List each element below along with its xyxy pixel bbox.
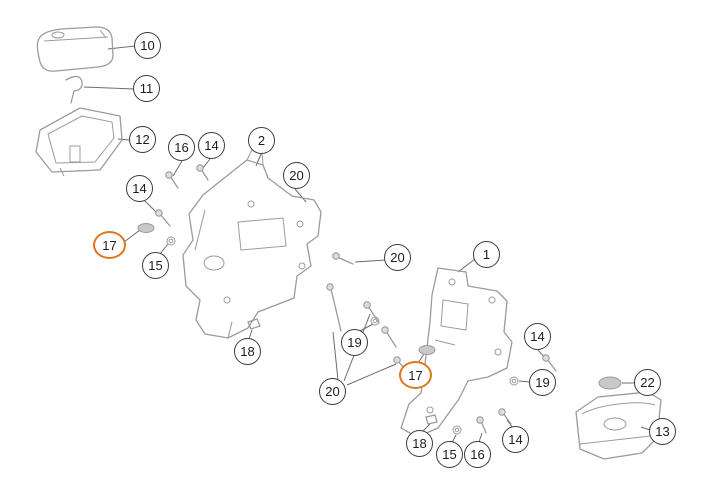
callout-14-bottom: 14 xyxy=(502,426,529,453)
screw-20-b xyxy=(326,283,342,332)
callout-19-right: 19 xyxy=(529,369,556,396)
screw-14-bottom xyxy=(498,408,512,425)
nut-15-left xyxy=(166,236,176,246)
screw-14-top-left xyxy=(196,164,209,181)
callout-11: 11 xyxy=(133,75,160,102)
callout-13: 13 xyxy=(649,418,676,445)
callout-20-top: 20 xyxy=(283,162,310,189)
grommet-right xyxy=(418,345,436,355)
callout-2: 2 xyxy=(248,127,275,154)
callout-1: 1 xyxy=(473,241,500,268)
screw-20-d xyxy=(381,326,397,348)
screw-16-bottom xyxy=(476,416,487,434)
callout-18-bottom: 18 xyxy=(406,430,433,457)
callout-18-left: 18 xyxy=(234,338,261,365)
callout-14-left: 14 xyxy=(126,175,153,202)
part-top-cover xyxy=(36,26,114,72)
screw-14-left xyxy=(155,209,171,227)
part-bottom-cover xyxy=(575,391,662,460)
callout-19-center: 19 xyxy=(341,329,368,356)
callout-17-highlighted-left: 17 xyxy=(93,231,126,259)
washer-19-right xyxy=(509,376,519,386)
screw-14-right xyxy=(542,354,557,372)
part-left-panel xyxy=(182,149,322,339)
clip-18-left xyxy=(247,318,261,330)
screw-20-c xyxy=(363,301,380,324)
callout-16-bottom: 16 xyxy=(464,441,491,468)
callout-22: 22 xyxy=(634,369,661,396)
part-right-panel xyxy=(400,267,513,438)
callout-12: 12 xyxy=(129,126,156,153)
grommet-left xyxy=(137,223,155,233)
nut-15-bottom xyxy=(452,425,462,435)
callout-20-bottom: 20 xyxy=(319,378,346,405)
callout-17-highlighted-right: 17 xyxy=(399,361,432,389)
callout-20-center: 20 xyxy=(384,244,411,271)
callout-15-bottom: 15 xyxy=(436,441,463,468)
callout-14-right: 14 xyxy=(524,323,551,350)
screw-20-a xyxy=(332,252,354,265)
part-bracket-housing xyxy=(35,107,123,177)
callout-14-top: 14 xyxy=(198,132,225,159)
callout-16-top: 16 xyxy=(168,134,195,161)
screw-16-left xyxy=(165,171,179,189)
callout-10: 10 xyxy=(134,32,161,59)
washer-19-center xyxy=(370,316,380,326)
part-hook-clip xyxy=(65,75,83,104)
part-oval-plug xyxy=(598,376,622,390)
callout-15-left: 15 xyxy=(142,252,169,279)
clip-18-bottom xyxy=(425,414,438,425)
